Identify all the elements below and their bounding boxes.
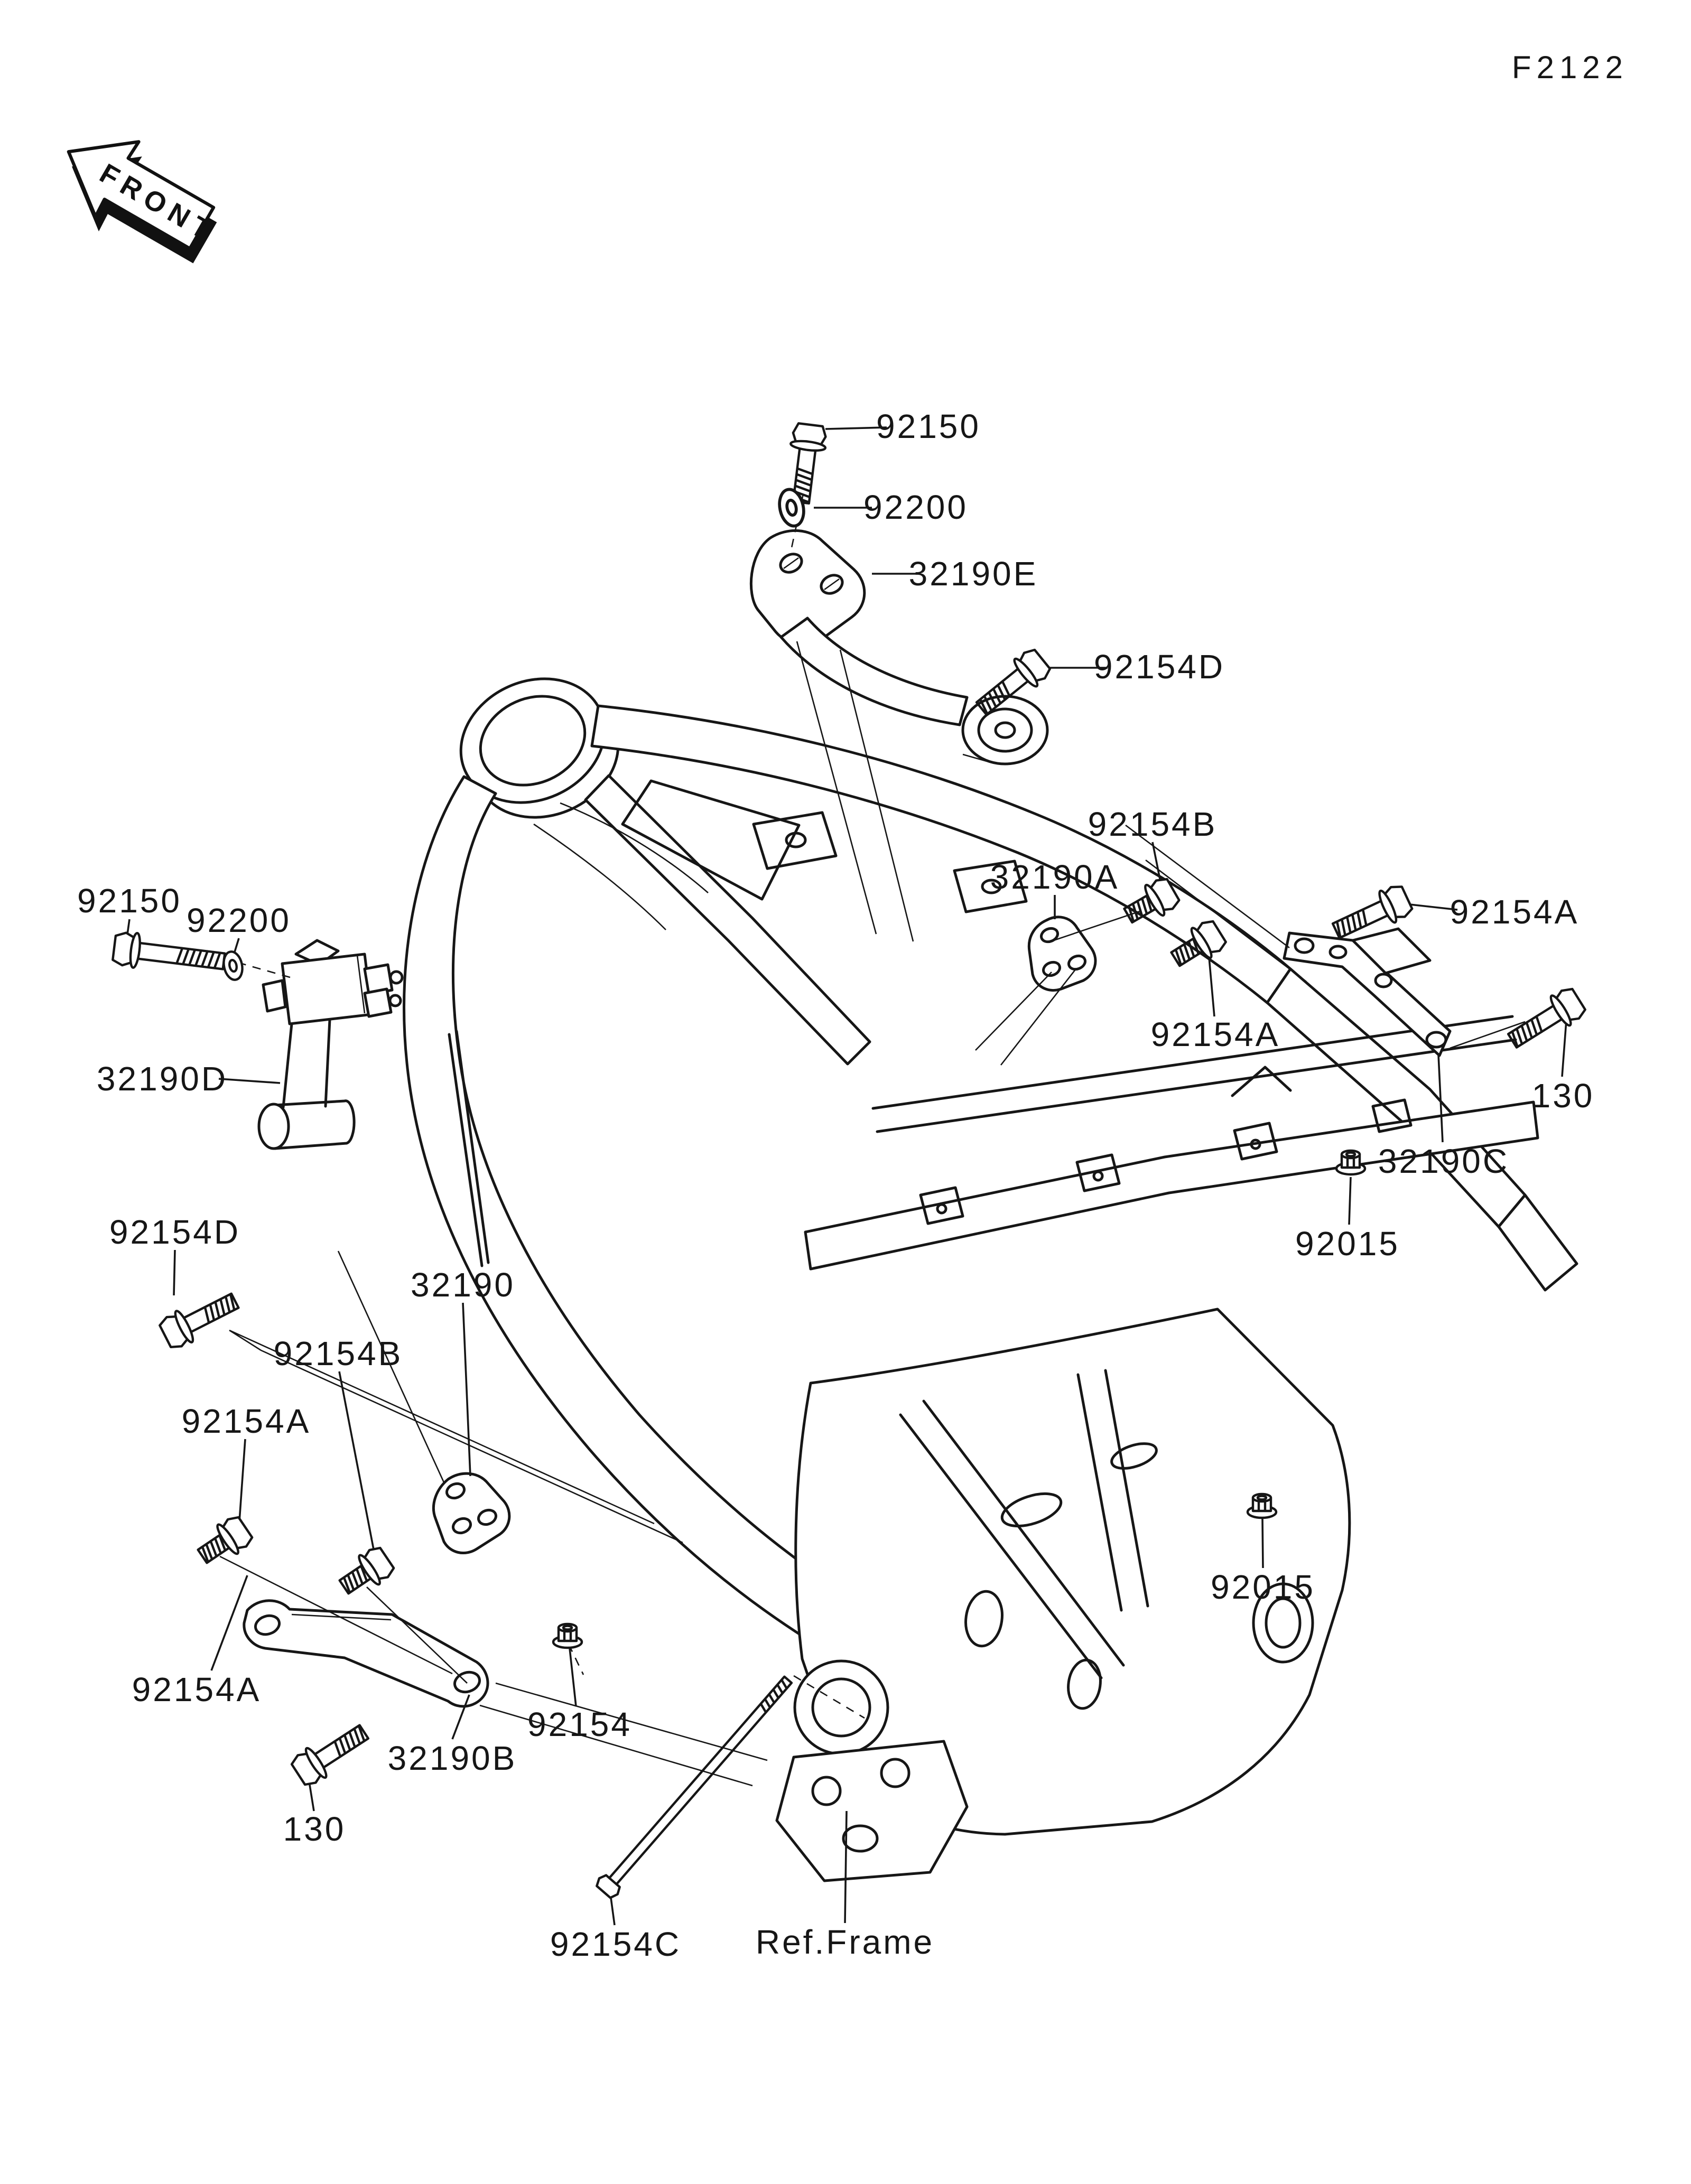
- callouts-layer: 921509220032190E92154D92154B32190A92154A…: [77, 407, 1595, 1963]
- part-bolt-S-92154B-left: [335, 1544, 397, 1602]
- leader-line-92154A-left: [238, 1439, 246, 1522]
- leader-line-32190C: [1437, 1054, 1444, 1143]
- bracket-32190: [432, 1472, 511, 1554]
- front-arrow-face: [67, 140, 216, 250]
- callout-label-32190C: 32190C: [1378, 1142, 1509, 1180]
- part-nut-92154: [553, 1624, 582, 1648]
- leader-line-92154A-right: [1409, 903, 1458, 911]
- callout-label-92200-top: 92200: [863, 488, 968, 526]
- rear-cylinder: [1252, 1582, 1314, 1664]
- leader-line-130-right: [1561, 1020, 1567, 1077]
- rear-second-beam: [871, 1015, 1517, 1133]
- callout-label-92154B-left: 92154B: [274, 1334, 403, 1373]
- callout-label-32190: 32190: [411, 1266, 515, 1304]
- front-arrow: FRONT: [67, 140, 221, 264]
- spar-tabs: [621, 779, 1292, 1097]
- callout-label-92150-left: 92150: [77, 882, 182, 920]
- rear-lower-frame: [794, 1308, 1351, 1836]
- frame-line-art: [219, 493, 1578, 1882]
- leader-line-92154C: [610, 1897, 616, 1926]
- part-bolt-M-92154D-left: [157, 1285, 243, 1352]
- leader-line-32190D: [218, 1078, 281, 1084]
- top-spar-tube: [590, 704, 1292, 1004]
- mid-diagonal-tube: [584, 774, 871, 1066]
- leader-line-92154: [569, 1648, 577, 1707]
- bracket-32190D: [257, 939, 404, 1150]
- callout-label-92154A-lower: 92154A: [132, 1670, 262, 1709]
- callout-label-92154C: 92154C: [550, 1925, 681, 1963]
- callout-label-92154A-right: 92154A: [1450, 893, 1579, 931]
- page-code: F2122: [1512, 50, 1628, 85]
- bracket-32190B: [243, 1599, 489, 1708]
- part-nut-92015-lower: [1248, 1494, 1276, 1518]
- right-tail-tube: [1497, 1193, 1578, 1292]
- part-bolt-M-130-bottom: [289, 1717, 374, 1789]
- callout-label-92154B-right: 92154B: [1088, 805, 1218, 843]
- callout-label-32190A: 32190A: [990, 858, 1120, 896]
- callout-label-92200-left: 92200: [187, 901, 291, 939]
- callout-label-32190B: 32190B: [388, 1739, 517, 1777]
- leader-line-92154B-left: [338, 1371, 375, 1553]
- callout-label-92154: 92154: [527, 1705, 632, 1743]
- part-nut-92015-right: [1336, 1151, 1365, 1174]
- leader-line-92200-left: [234, 938, 240, 953]
- leader-line-32190B: [451, 1694, 470, 1740]
- leader-line-92015-right: [1348, 1177, 1352, 1225]
- beam-lugs: [919, 1098, 1413, 1225]
- leader-line-92154D-left: [173, 1249, 176, 1296]
- leader-line-92154A-lower: [210, 1575, 248, 1671]
- callout-label-92015-lower: 92015: [1211, 1568, 1315, 1606]
- callout-label-92154A-mid: 92154A: [1151, 1015, 1280, 1053]
- head-tube: [459, 677, 620, 819]
- rear-main-beam: [804, 1100, 1539, 1271]
- leader-line-92015-lower: [1261, 1518, 1264, 1569]
- callout-label-32190D: 32190D: [97, 1060, 228, 1098]
- part-washer-92200-left: [221, 950, 245, 982]
- bracket-32190A: [1027, 916, 1097, 992]
- leader-line-92150-top: [825, 426, 887, 430]
- callout-label-130-right: 130: [1532, 1077, 1595, 1115]
- leader-line-92154B-right: [1151, 842, 1162, 885]
- bracket-32190C: [1283, 927, 1452, 1057]
- bottom-mount-plate: [775, 1740, 969, 1882]
- bracket-32190E: [749, 529, 1049, 766]
- callout-label-92154A-left: 92154A: [182, 1402, 311, 1440]
- leader-line-92154A-mid: [1208, 957, 1215, 1017]
- pivot-boss: [793, 1659, 889, 1756]
- callout-label-92015-right: 92015: [1295, 1225, 1400, 1263]
- callout-label-92154D-left: 92154D: [109, 1213, 240, 1251]
- callout-label-32190E: 32190E: [909, 555, 1038, 593]
- leader-line-32190: [462, 1302, 471, 1477]
- callout-label-92150-top: 92150: [876, 407, 981, 445]
- projection-lines: [219, 493, 1526, 1787]
- callout-label-92154D-top: 92154D: [1094, 648, 1225, 686]
- leader-line-ref-frame: [844, 1810, 848, 1924]
- callout-label-ref-frame: Ref.Frame: [756, 1923, 934, 1961]
- part-bolt-S-92154A-left: [193, 1513, 255, 1571]
- callout-label-130-bottom: 130: [283, 1810, 346, 1848]
- part-bolt-M-130-right: [1503, 985, 1588, 1056]
